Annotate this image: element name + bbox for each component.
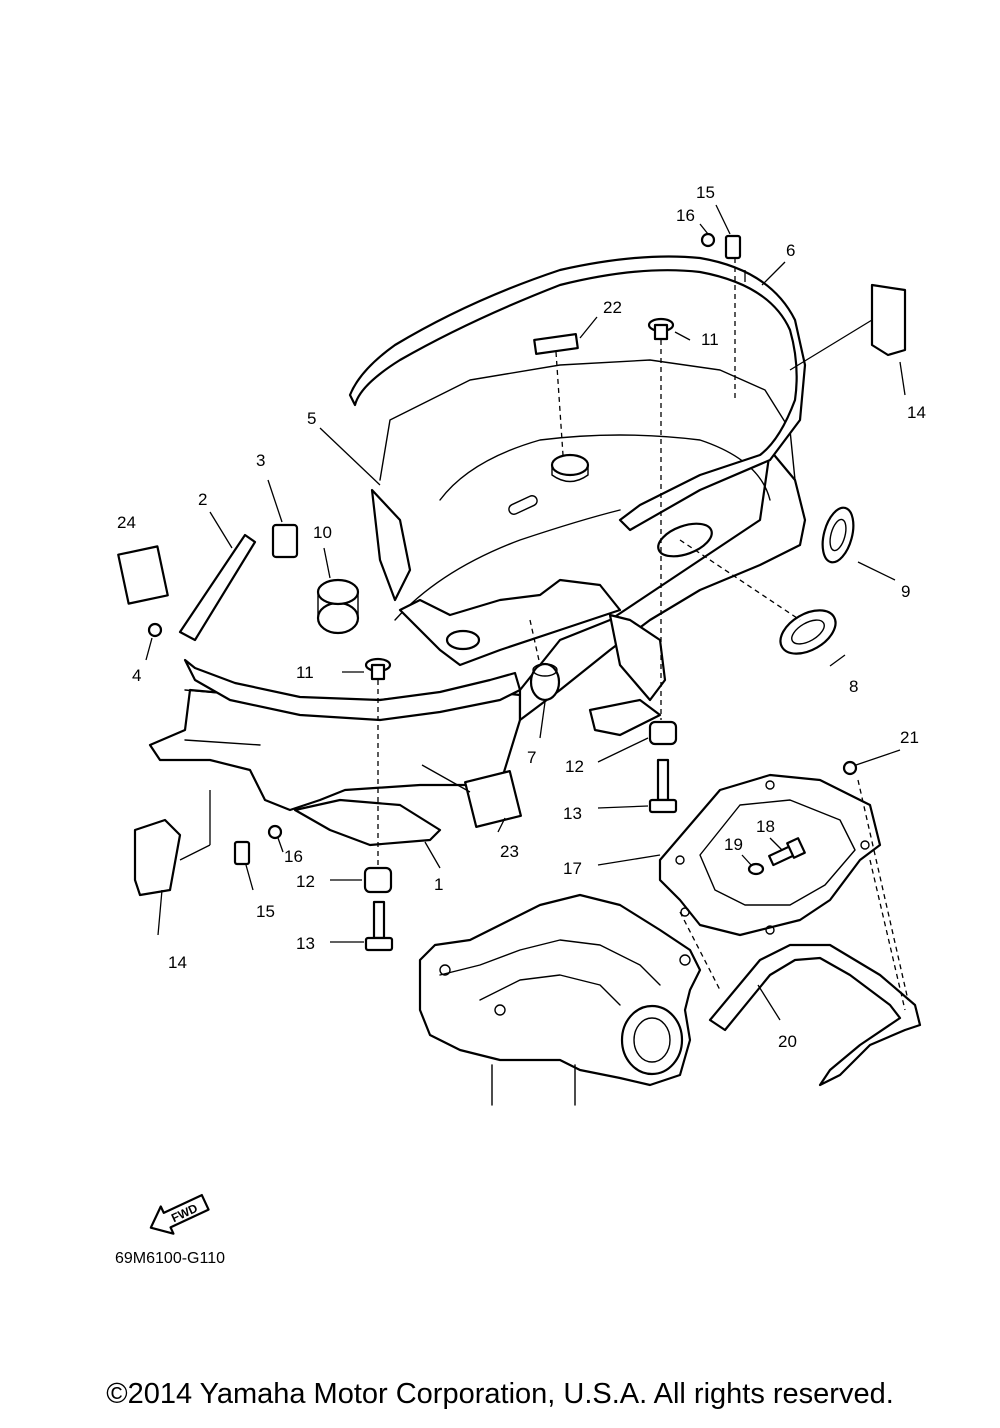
part-19 [747,862,765,876]
part-10 [316,578,360,635]
label-11b: 11 [296,663,314,682]
part-8 [779,609,837,655]
part-number-labels: 1 2 3 4 5 6 7 8 9 10 11 12 13 14 15 16 1… [117,183,926,1051]
part-16-top [700,232,716,248]
label-4: 4 [132,666,141,685]
label-18: 18 [756,817,775,836]
label-5: 5 [307,409,316,428]
label-13b: 13 [296,934,315,953]
part-11-mid [364,657,392,681]
label-16b: 16 [284,847,303,866]
diagram-code: 69M6100-G110 [115,1250,225,1267]
label-10: 10 [313,523,332,542]
label-24: 24 [117,513,136,532]
part-9 [821,506,855,564]
part-23 [464,770,522,828]
part-16-left [267,824,283,840]
part-11-top [647,317,675,341]
label-15: 15 [696,183,715,202]
seal-6 [348,255,807,532]
label-20: 20 [778,1032,797,1051]
part-18 [768,837,806,867]
label-14: 14 [907,403,926,422]
fwd-arrow-icon: FWD [149,1193,210,1235]
part-22 [533,333,579,355]
part-24 [117,545,169,605]
label-7: 7 [527,748,536,767]
label-21: 21 [900,728,919,747]
label-9: 9 [901,582,910,601]
upper-casing [418,893,702,1106]
label-14b: 14 [168,953,187,972]
part-13-mid [648,758,678,814]
label-17: 17 [563,859,582,878]
label-12: 12 [565,757,584,776]
part-12-mid [648,720,678,746]
label-3: 3 [256,451,265,470]
part-13-lower [364,900,394,952]
label-16: 16 [676,206,695,225]
label-6: 6 [786,241,795,260]
part-4 [147,622,163,638]
label-19: 19 [724,835,743,854]
part-14-right [870,283,907,357]
copyright-notice: ©2014 Yamaha Motor Corporation, U.S.A. A… [106,1378,894,1410]
part-12-lower [363,866,393,894]
leader-lines [145,204,909,1021]
bottom-cowling [148,359,807,847]
part-3 [271,523,299,559]
label-2: 2 [198,490,207,509]
seal-2 [178,533,522,722]
part-15-left [233,840,251,866]
label-11: 11 [701,330,719,349]
part-21 [842,760,858,776]
label-12b: 12 [296,872,315,891]
label-15b: 15 [256,902,275,921]
label-22: 22 [603,298,622,317]
label-23: 23 [500,842,519,861]
part-14-left [133,818,182,897]
label-13: 13 [563,804,582,823]
label-1: 1 [434,875,443,894]
part-15-top [724,234,742,260]
label-8: 8 [849,677,858,696]
bracket-20 [708,943,922,1087]
part-7 [529,662,561,702]
